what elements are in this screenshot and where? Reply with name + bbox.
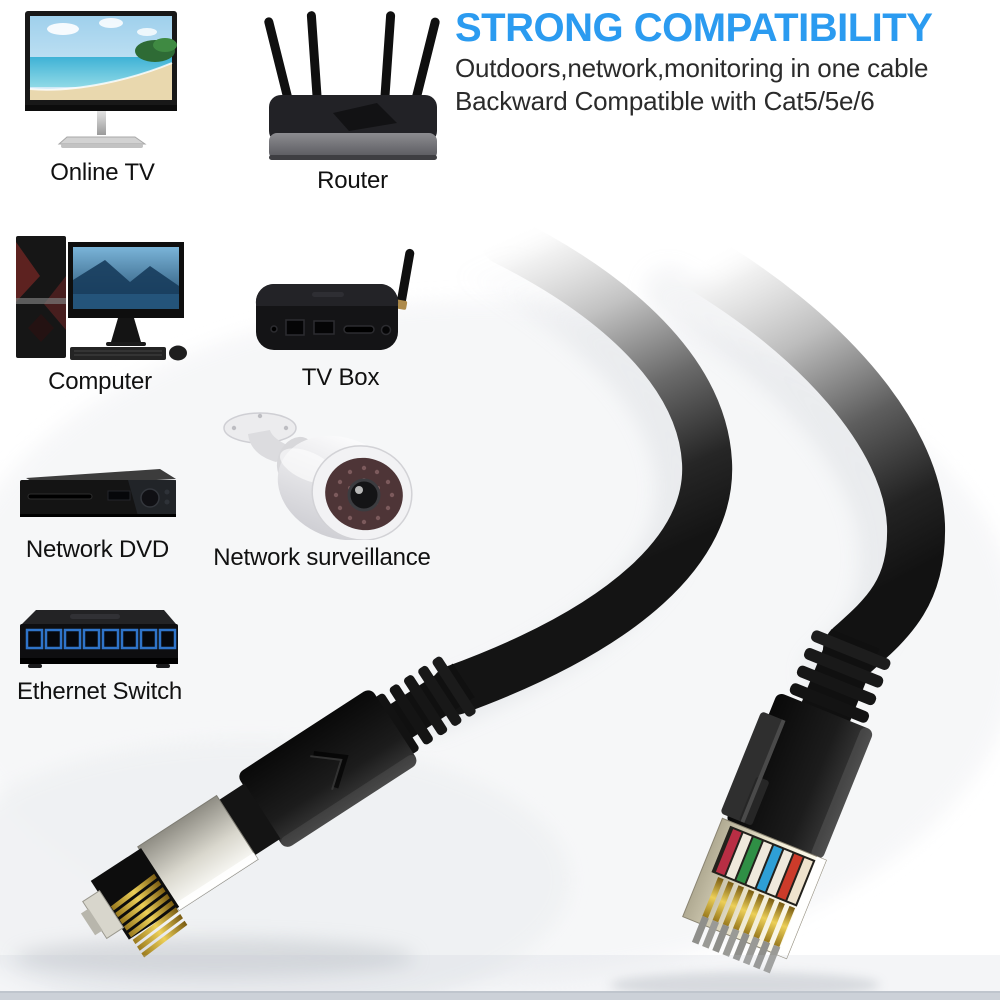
pin-comb-teeth [691,915,781,974]
device-label: Computer [48,368,152,395]
colored-wires [711,825,816,907]
subtitle-line-1: Outdoors,network,monitoring in one cable [455,53,929,83]
device-ethernet-switch: Ethernet Switch [12,602,187,706]
device-network-surveillance: Network surveillance [212,398,432,572]
network-surveillance-camera-icon [223,412,413,540]
computer-icon [16,236,187,361]
strain-relief-fins [789,630,891,723]
floor-edge [0,955,1000,1000]
page-title: STRONG COMPATIBILITY [455,6,933,50]
device-label: Router [317,167,388,194]
device-label: Ethernet Switch [16,678,183,705]
right-rj45-connector [682,629,891,974]
device-online-tv: Online TV [15,5,190,187]
rj45-ports [25,628,177,650]
router-icon [264,11,440,160]
device-tv-box: TV Box [248,240,433,392]
device-label: Network DVD [25,536,170,563]
device-router: Router [245,5,460,195]
gold-pins [702,876,796,948]
device-network-dvd: Network DVD [10,462,185,564]
ethernet-switch-icon [20,610,178,668]
left-cable [430,215,733,715]
device-computer: Computer [10,232,190,396]
subtitle-line-2: Backward Compatible with Cat5/5e/6 [455,86,875,116]
gold-contacts [110,873,188,958]
right-cable [671,233,946,679]
network-dvd-icon [20,469,176,517]
tv-box-icon [255,248,415,350]
online-tv-icon [25,11,177,148]
device-label: Network surveillance [213,544,431,571]
strain-relief-fins [375,656,476,754]
device-label: TV Box [301,364,380,391]
left-rj45-connector [80,656,476,958]
left-connector-shadow [15,938,415,978]
device-label: Online TV [50,159,155,186]
header: STRONG COMPATIBILITY Outdoors,network,mo… [455,4,1000,118]
